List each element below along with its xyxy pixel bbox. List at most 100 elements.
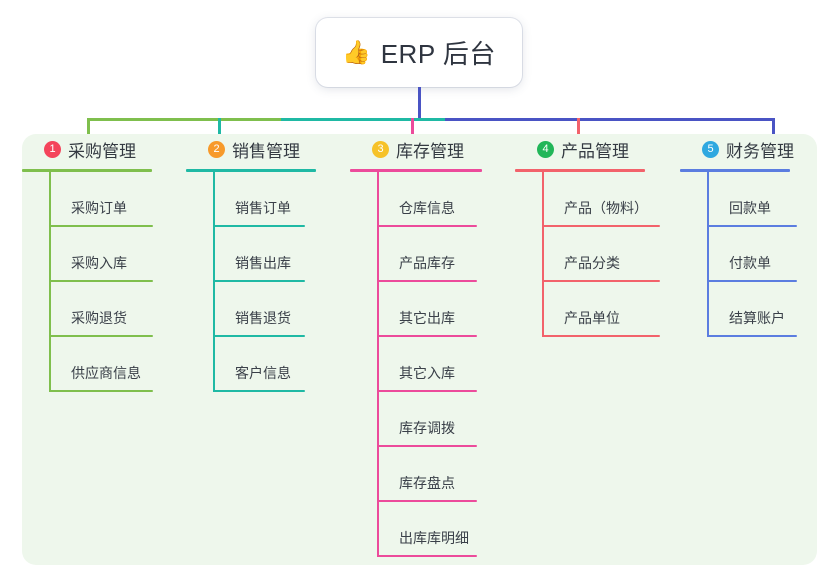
leaf-label: 销售订单 — [235, 200, 291, 216]
drop-connector-5 — [772, 118, 775, 148]
branch-spine — [213, 172, 215, 392]
leaf-label: 采购订单 — [71, 200, 127, 216]
leaf-rule — [49, 225, 153, 227]
leaf-rule — [542, 280, 660, 282]
leaf-rule — [213, 335, 305, 337]
leaf-label: 仓库信息 — [399, 200, 455, 216]
bus-segment-2 — [281, 118, 445, 121]
leaf-item[interactable]: 回款单 — [707, 172, 820, 227]
leaf-rule — [377, 390, 477, 392]
bus-segment-1 — [87, 118, 281, 121]
leaf-label: 其它入库 — [399, 365, 455, 381]
leaf-label: 销售退货 — [235, 310, 291, 326]
leaf-label: 回款单 — [729, 200, 771, 216]
leaf-rule — [377, 225, 477, 227]
leaf-item[interactable]: 客户信息 — [213, 337, 346, 392]
leaf-label: 供应商信息 — [71, 365, 141, 381]
leaf-item[interactable]: 其它入库 — [377, 337, 512, 392]
column-badge: 4 — [537, 140, 554, 158]
leaf-item[interactable]: 产品库存 — [377, 227, 512, 282]
leaf-label: 采购入库 — [71, 255, 127, 271]
drop-connector-1 — [87, 118, 90, 148]
leaf-rule — [707, 335, 797, 337]
leaf-item[interactable]: 仓库信息 — [377, 172, 512, 227]
leaf-label: 产品库存 — [399, 255, 455, 271]
leaf-label: 其它出库 — [399, 310, 455, 326]
leaf-item[interactable]: 其它出库 — [377, 282, 512, 337]
leaf-label: 产品（物料） — [564, 200, 648, 216]
column-title: 财务管理 — [726, 141, 794, 161]
leaf-rule — [49, 390, 153, 392]
column-header-rule — [186, 169, 316, 172]
leaf-rule — [377, 500, 477, 502]
drop-connector-2 — [218, 118, 221, 148]
leaf-rule — [213, 225, 305, 227]
leaf-rule — [377, 555, 477, 557]
trunk-connector — [418, 87, 421, 121]
leaf-item[interactable]: 结算账户 — [707, 282, 820, 337]
leaf-item[interactable]: 产品分类 — [542, 227, 675, 282]
thumbs-up-icon: 👍 — [342, 39, 371, 65]
column-title: 库存管理 — [396, 141, 464, 161]
leaf-label: 销售出库 — [235, 255, 291, 271]
leaf-item[interactable]: 销售出库 — [213, 227, 346, 282]
drop-connector-4 — [577, 118, 580, 148]
drop-connector-3 — [411, 118, 414, 148]
branch-spine — [49, 172, 51, 392]
column-header-产品管理[interactable]: 4 产品管理 — [515, 134, 675, 164]
column-title: 产品管理 — [561, 141, 629, 161]
column-title: 采购管理 — [68, 141, 136, 161]
leaf-rule — [707, 225, 797, 227]
leaf-item[interactable]: 销售退货 — [213, 282, 346, 337]
leaf-item[interactable]: 付款单 — [707, 227, 820, 282]
column-产品管理: 4 产品管理产品（物料） 产品分类产品单位 — [515, 134, 675, 337]
leaf-rule — [49, 335, 153, 337]
column-销售管理: 2 销售管理销售订单销售出库销售退货客户信息 — [186, 134, 346, 392]
leaf-item[interactable]: 销售订单 — [213, 172, 346, 227]
column-title: 销售管理 — [232, 141, 300, 161]
leaf-item[interactable]: 产品（物料） — [542, 172, 675, 227]
leaf-item[interactable]: 库存调拨 — [377, 392, 512, 447]
leaf-item[interactable]: 采购订单 — [49, 172, 182, 227]
leaf-item[interactable]: 出库库明细 — [377, 502, 512, 557]
leaf-label: 付款单 — [729, 255, 771, 271]
leaf-rule — [377, 445, 477, 447]
branch-spine — [707, 172, 709, 337]
column-header-rule — [680, 169, 790, 172]
leaf-item[interactable]: 供应商信息 — [49, 337, 182, 392]
column-header-销售管理[interactable]: 2 销售管理 — [186, 134, 346, 164]
column-badge: 2 — [208, 140, 225, 158]
branch-spine — [377, 172, 379, 557]
leaf-rule — [213, 280, 305, 282]
leaf-label: 采购退货 — [71, 310, 127, 326]
bus-segment-3 — [445, 118, 775, 121]
root-node[interactable]: 👍 ERP 后台 — [316, 18, 522, 87]
leaf-item[interactable]: 库存盘点 — [377, 447, 512, 502]
leaf-rule — [213, 390, 305, 392]
column-branch: 仓库信息产品库存其它出库其它入库库存调拨库存盘点出库库明细 — [377, 172, 512, 557]
leaf-label: 库存调拨 — [399, 420, 455, 436]
leaf-rule — [377, 280, 477, 282]
leaf-label: 产品分类 — [564, 255, 620, 271]
leaf-item[interactable]: 采购入库 — [49, 227, 182, 282]
leaf-label: 出库库明细 — [399, 530, 469, 546]
leaf-item[interactable]: 采购退货 — [49, 282, 182, 337]
leaf-rule — [542, 335, 660, 337]
column-branch: 采购订单采购入库采购退货供应商信息 — [49, 172, 182, 392]
column-header-rule — [22, 169, 152, 172]
leaf-label: 结算账户 — [729, 310, 785, 326]
leaf-rule — [377, 335, 477, 337]
column-branch: 产品（物料） 产品分类产品单位 — [542, 172, 675, 337]
column-header-rule — [350, 169, 482, 172]
leaf-item[interactable]: 产品单位 — [542, 282, 675, 337]
leaf-rule — [49, 280, 153, 282]
leaf-label: 产品单位 — [564, 310, 620, 326]
column-branch: 回款单付款单结算账户 — [707, 172, 820, 337]
